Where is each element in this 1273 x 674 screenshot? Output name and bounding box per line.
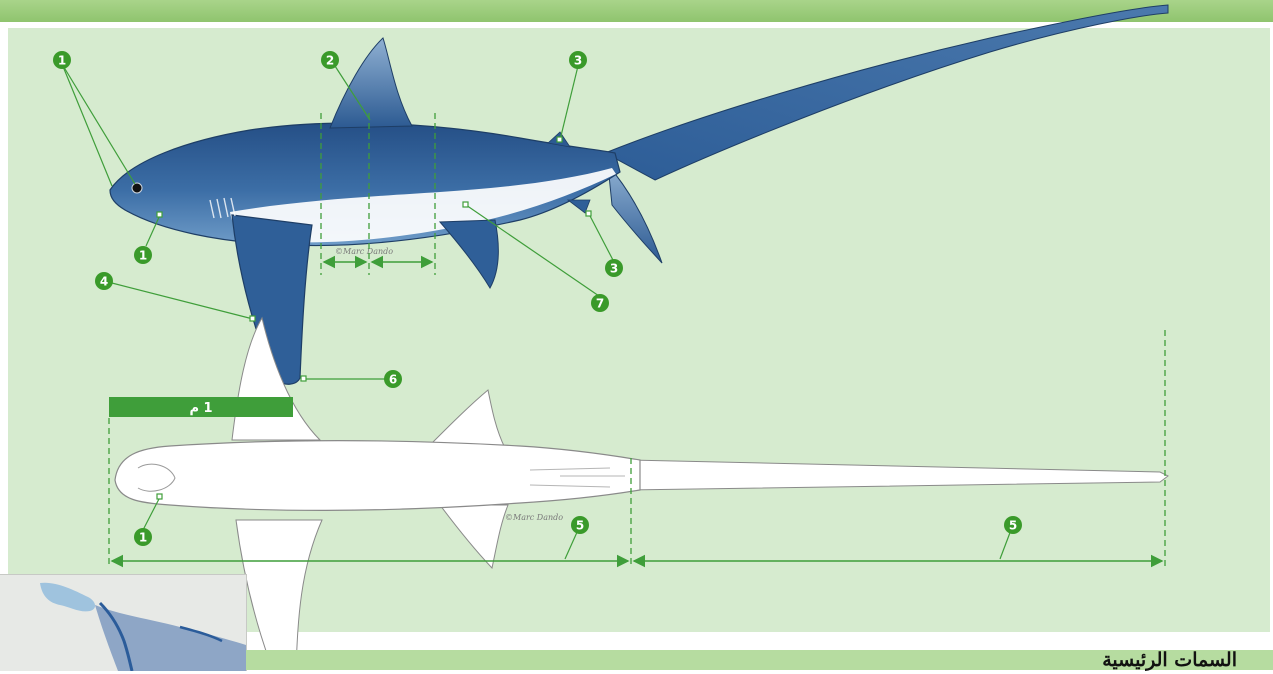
svg-text:3: 3 <box>574 54 582 68</box>
ventral-pelvic-fin-top <box>430 390 505 448</box>
callout-pectoral-tip: 6 <box>384 370 402 388</box>
shark-side-view: ©Marc Dando <box>110 5 1168 384</box>
ventral-pectoral-fin-bottom <box>236 520 322 668</box>
callout-belly-patch: 7 <box>591 294 609 312</box>
map-distribution-area <box>95 605 246 671</box>
callout-nostril-side: 1 <box>134 246 152 264</box>
map-gulf-water <box>40 583 95 612</box>
shark-eye <box>132 183 142 193</box>
svg-text:4: 4 <box>100 275 108 289</box>
svg-text:1: 1 <box>58 54 66 68</box>
ventral-view-credit: ©Marc Dando <box>505 513 563 522</box>
caudal-fin-upper-lobe <box>605 5 1168 180</box>
svg-text:7: 7 <box>596 297 604 311</box>
callout-tail-lobe-a: 5 <box>571 516 589 534</box>
range-map <box>0 575 246 671</box>
callout-second-dorsal: 3 <box>569 51 587 69</box>
svg-text:1: 1 <box>139 249 147 263</box>
side-view-credit: ©Marc Dando <box>335 247 393 256</box>
scale-bar: 1 م <box>109 397 293 417</box>
callout-tail-lobe-b: 5 <box>1004 516 1022 534</box>
callout-dorsal-fin: 2 <box>321 51 339 69</box>
callout-pectoral-fin: 4 <box>95 272 113 290</box>
shark-ventral-view: ©Marc Dando <box>115 318 1168 668</box>
svg-text:6: 6 <box>389 373 397 387</box>
callout-nostril-ventral: 1 <box>134 528 152 546</box>
svg-text:3: 3 <box>610 262 618 276</box>
pelvic-fin <box>440 220 498 288</box>
svg-text:5: 5 <box>576 519 584 533</box>
scale-bar-label: 1 م <box>189 401 212 416</box>
bottom-section-bar: السمات الرئيسية <box>246 650 1273 670</box>
svg-text:2: 2 <box>326 54 334 68</box>
svg-text:5: 5 <box>1009 519 1017 533</box>
callout-anal-fin: 3 <box>605 259 623 277</box>
callout-eye: 1 <box>53 51 71 69</box>
range-map-inset <box>0 574 247 671</box>
ventral-tail <box>630 460 1168 490</box>
svg-text:1: 1 <box>139 531 147 545</box>
first-dorsal-fin <box>330 38 412 128</box>
ventral-pelvic-fin-bottom <box>440 505 508 568</box>
